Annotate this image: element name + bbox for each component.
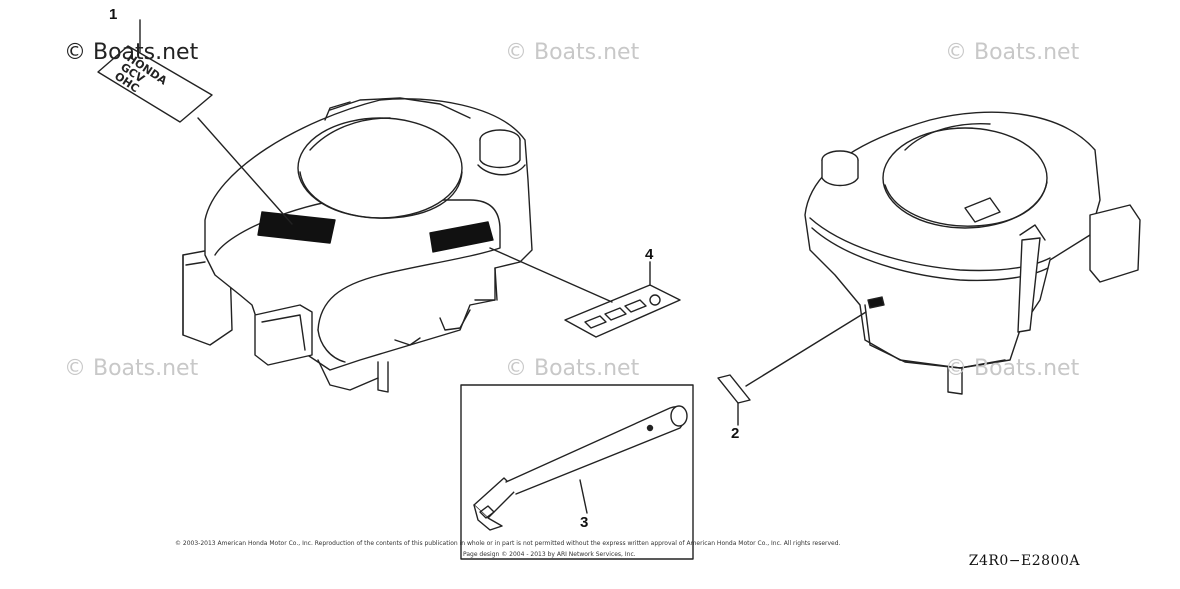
- watermark: © Boats.net: [505, 40, 640, 65]
- left-engine: [182, 97, 533, 393]
- callout-3[interactable]: 3: [580, 514, 589, 531]
- watermark: © Boats.net: [505, 356, 640, 381]
- copyright-line-2: Page design © 2004 - 2013 by ARI Network…: [463, 551, 636, 558]
- tool-box: [460, 384, 694, 560]
- watermark: © Boats.net: [945, 40, 1080, 65]
- leader-lines: [197, 117, 867, 387]
- watermark: © Boats.net: [945, 356, 1080, 381]
- watermark: © Boats.net: [64, 356, 199, 381]
- right-engine: [804, 111, 1141, 395]
- callout-4[interactable]: 4: [645, 246, 654, 263]
- decal-4-label: [564, 261, 681, 338]
- callout-1[interactable]: 1: [109, 6, 118, 23]
- decal-2-label: [717, 374, 751, 426]
- copyright-line-1: © 2003-2013 American Honda Motor Co., In…: [175, 540, 841, 547]
- callout-2[interactable]: 2: [731, 425, 740, 442]
- decal-1-outline: [97, 19, 213, 123]
- diagram-code: Z4R0−E2800A: [968, 553, 1080, 569]
- watermark: © Boats.net: [64, 40, 199, 65]
